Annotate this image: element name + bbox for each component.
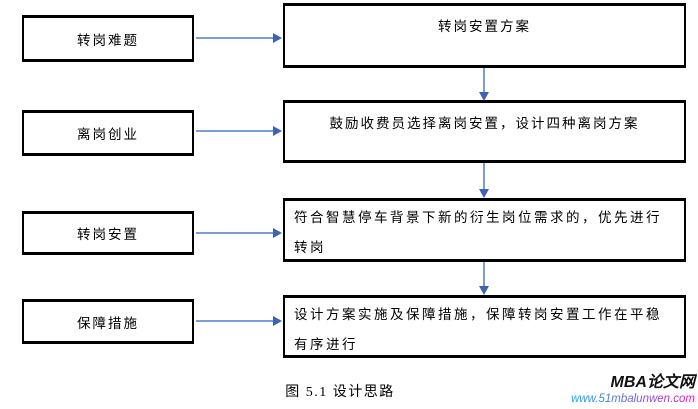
arrow-down-2 — [479, 163, 489, 198]
watermark: MBA论文网 www.51mbalunwen.com — [571, 374, 695, 405]
arrow-right-row3 — [196, 228, 282, 238]
watermark-site-name: MBA论文网 — [610, 374, 695, 391]
arrow-down-3 — [479, 262, 489, 295]
box-leaving-post-startup: 离岗创业 — [22, 110, 194, 156]
box-encourage-leave-plans: 鼓励收费员选择离岗安置，设计四种离岗方案 — [283, 100, 686, 163]
box-placement-plan: 转岗安置方案 — [283, 3, 686, 68]
box-transfer-difficulty: 转岗难题 — [22, 15, 194, 62]
arrow-right-row1 — [196, 33, 282, 43]
box-implementation-safeguard: 设计方案实施及保障措施，保障转岗安置工作在平稳有序进行 — [283, 295, 686, 358]
watermark-site-url: www.51mbalunwen.com — [570, 392, 695, 405]
arrow-down-1 — [479, 68, 489, 101]
arrow-right-row2 — [196, 126, 282, 136]
box-safeguard-measures: 保障措施 — [22, 299, 194, 344]
figure-caption: 图 5.1 设计思路 — [285, 385, 395, 400]
arrow-right-row4 — [196, 316, 282, 326]
box-priority-transfer: 符合智慧停车背景下新的衍生岗位需求的，优先进行转岗 — [283, 198, 686, 262]
box-transfer-placement: 转岗安置 — [22, 211, 194, 255]
